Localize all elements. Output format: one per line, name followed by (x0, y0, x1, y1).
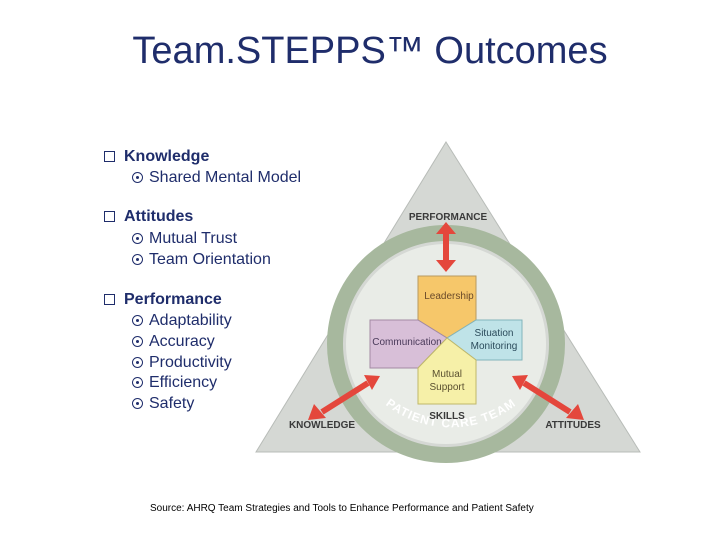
attitudes-arrow (512, 375, 584, 420)
mutual-support-piece: Mutual Support (417, 337, 477, 405)
list-item: Safety (132, 395, 194, 413)
circle-bullet-icon (132, 254, 143, 265)
circle-bullet-icon (132, 336, 143, 347)
circle-bullet-icon (132, 315, 143, 326)
list-item: Adaptability (132, 312, 232, 330)
leadership-label: Leadership (424, 291, 474, 302)
section-label: Attitudes (124, 208, 194, 225)
section-knowledge: Knowledge (104, 148, 209, 166)
mutual-label: Mutual (432, 369, 462, 380)
skills-label: SKILLS (429, 411, 465, 422)
attitudes-label: ATTITUDES (545, 420, 601, 431)
knowledge-label: KNOWLEDGE (289, 420, 355, 431)
performance-label: PERFORMANCE (409, 212, 488, 223)
circle-bullet-icon (132, 357, 143, 368)
circle-bullet-icon (132, 398, 143, 409)
section-attitudes: Attitudes (104, 208, 193, 226)
circle-bullet-icon (132, 172, 143, 183)
section-label: Performance (124, 291, 222, 308)
list-item: Shared Mental Model (132, 169, 301, 187)
list-item: Efficiency (132, 374, 217, 392)
section-performance: Performance (104, 291, 222, 309)
list-item: Team Orientation (132, 251, 271, 269)
list-item: Mutual Trust (132, 230, 237, 248)
knowledge-arrow (308, 375, 380, 420)
circle-bullet-icon (132, 233, 143, 244)
square-bullet-icon (104, 151, 115, 162)
communication-label: Communication (372, 337, 441, 348)
situation-label: Situation (475, 328, 514, 339)
page-title: Team.STEPPS™ Outcomes (132, 30, 608, 72)
section-label: Knowledge (124, 148, 210, 165)
circle-bullet-icon (132, 377, 143, 388)
situation-monitoring-piece: Situation Monitoring (446, 319, 523, 361)
list-item: Accuracy (132, 333, 215, 351)
performance-arrow (436, 222, 456, 272)
support-label: Support (429, 382, 464, 393)
square-bullet-icon (104, 211, 115, 222)
source-citation: Source: AHRQ Team Strategies and Tools t… (150, 503, 534, 514)
square-bullet-icon (104, 294, 115, 305)
list-item: Productivity (132, 354, 232, 372)
monitoring-label: Monitoring (471, 341, 518, 352)
